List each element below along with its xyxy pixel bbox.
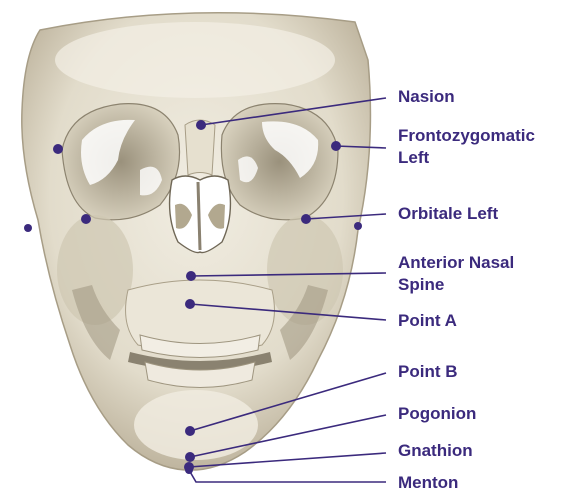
label-menton: Menton [398,472,458,494]
dot-anterior-nasal-spine [186,271,196,281]
label-frontozygomatic-left-line-2: Left [398,147,535,169]
label-point-b: Point B [398,361,458,383]
label-orbitale-left-line-1: Orbitale Left [398,203,498,225]
dot-pogonion [185,452,195,462]
chin-highlight [134,390,258,460]
label-gnathion-line-1: Gnathion [398,440,473,462]
leader-line-menton [189,470,386,482]
label-frontozygomatic-left-line-1: Frontozygomatic [398,125,535,147]
dot-porion-left [354,222,362,230]
label-pogonion-line-1: Pogonion [398,403,476,425]
dot-porion-right [24,224,32,232]
nasal-septum [198,182,200,250]
label-anterior-nasal-spine-line-1: Anterior Nasal [398,252,514,274]
dot-point-b [185,426,195,436]
label-orbitale-left: Orbitale Left [398,203,498,225]
label-frontozygomatic-left: Frontozygomatic Left [398,125,535,169]
label-point-b-line-1: Point B [398,361,458,383]
label-gnathion: Gnathion [398,440,473,462]
dot-nasion [196,120,206,130]
label-anterior-nasal-spine-line-2: Spine [398,274,514,296]
label-point-a-line-1: Point A [398,310,457,332]
label-nasion-line-1: Nasion [398,86,455,108]
forehead-highlight [55,22,335,98]
dot-frontozygomatic-left [331,141,341,151]
dot-frontozygomatic-right [53,144,63,154]
dot-orbitale-right [81,214,91,224]
dot-point-a [185,299,195,309]
label-menton-line-1: Menton [398,472,458,494]
label-point-a: Point A [398,310,457,332]
dot-orbitale-left [301,214,311,224]
dot-menton [185,466,193,474]
label-anterior-nasal-spine: Anterior Nasal Spine [398,252,514,296]
label-pogonion: Pogonion [398,403,476,425]
label-nasion: Nasion [398,86,455,108]
